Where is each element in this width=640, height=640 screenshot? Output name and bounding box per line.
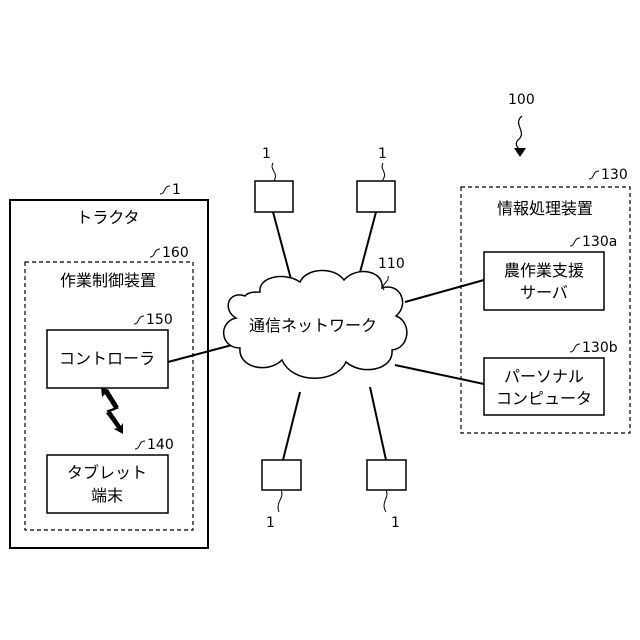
tablet-ref: 140 — [147, 437, 174, 453]
tractor-node-leader-1 — [272, 163, 275, 181]
tractor-node-ref-4: 1 — [391, 515, 400, 531]
link-tractor-node-1 — [273, 212, 292, 283]
tractor-node-ref-3: 1 — [266, 515, 275, 531]
tractor-node-box-4 — [367, 460, 406, 490]
network-label: 通信ネットワーク — [249, 316, 377, 335]
work-control-title: 作業制御装置 — [60, 271, 156, 290]
figure-ref-arrowhead — [514, 148, 526, 157]
server-label-line2: サーバ — [520, 283, 568, 302]
server-ref: 130a — [582, 234, 617, 250]
info-processing-ref: 130 — [601, 167, 628, 183]
controller-ref-leader — [134, 316, 144, 324]
link-network-server — [405, 280, 484, 302]
tractor-node-box-2 — [357, 181, 395, 212]
figure-ref-label: 100 — [508, 92, 535, 108]
network-ref: 110 — [378, 256, 405, 272]
work-control-ref: 160 — [162, 245, 189, 261]
tractor-node-ref-2: 1 — [378, 146, 387, 162]
server-ref-leader — [570, 238, 580, 246]
tractor-node-leader-3 — [278, 490, 282, 512]
pc-ref: 130b — [582, 340, 618, 356]
pc-ref-leader — [570, 344, 580, 352]
tractor-ref-leader — [160, 186, 170, 194]
tractor-title: トラクタ — [76, 208, 139, 227]
link-tractor-node-2 — [358, 212, 376, 280]
controller-label: コントローラ — [59, 349, 155, 368]
tablet-label-line2: 端末 — [91, 486, 123, 505]
tractor-node-box-1 — [255, 181, 293, 212]
tractor-node-box-3 — [262, 460, 301, 490]
server-label-line1: 農作業支援 — [504, 261, 584, 280]
link-network-pc — [395, 365, 484, 384]
tablet-label-line1: タブレット — [67, 463, 147, 482]
tractor-node-leader-2 — [382, 163, 385, 181]
pc-label-line2: コンピュータ — [496, 389, 592, 408]
link-tractor-node-3 — [283, 392, 300, 460]
controller-ref: 150 — [146, 312, 173, 328]
tractor-node-ref-1: 1 — [262, 146, 271, 162]
figure-ref-leader — [516, 116, 522, 150]
link-controller-network — [168, 345, 232, 362]
tablet-ref-leader — [135, 441, 145, 449]
info-processing-title: 情報処理装置 — [497, 199, 593, 218]
tractor-ref: 1 — [172, 182, 181, 198]
pc-label-line1: パーソナル — [504, 367, 584, 386]
info-processing-ref-leader — [589, 171, 599, 179]
work-control-ref-leader — [150, 249, 160, 257]
tractor-node-leader-4 — [384, 490, 387, 512]
link-tractor-node-4 — [370, 387, 386, 460]
